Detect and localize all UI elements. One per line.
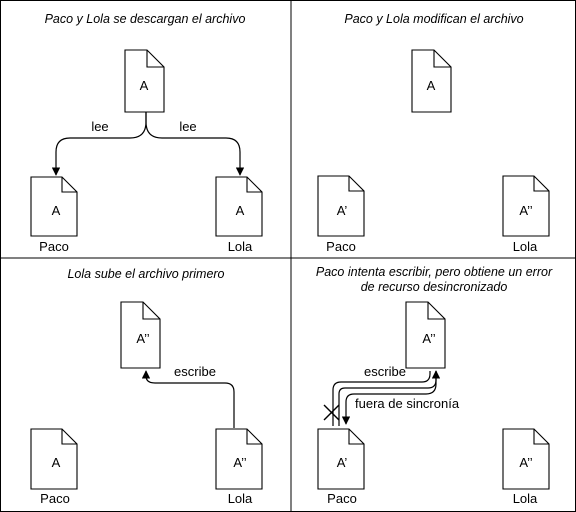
edge-label-out-of-sync: fuera de sincronía: [355, 396, 460, 411]
lola-document-label: A’’: [519, 203, 532, 218]
edge-label-read-left: lee: [91, 119, 108, 134]
paco-name: Paco: [39, 239, 69, 254]
paco-name: Paco: [327, 491, 357, 506]
lola-name: Lola: [513, 491, 538, 506]
write-attempt-line-outer: [332, 371, 431, 426]
panel-caption-line2: de recurso desincronizado: [361, 280, 508, 294]
lola-name: Lola: [228, 491, 253, 506]
paco-document-label: A: [52, 203, 61, 218]
panel-caption: Lola sube el archivo primero: [67, 267, 224, 281]
server-document-icon: [405, 301, 446, 369]
server-document-label: A’’: [136, 331, 149, 346]
paco-document-icon: [30, 428, 78, 490]
lola-name: Lola: [228, 239, 253, 254]
server-document-icon: [411, 49, 452, 113]
lola-document-icon: [215, 176, 263, 237]
server-document-label: A’’: [422, 331, 435, 346]
panel-download: Paco y Lola se descargan el archivo A le…: [30, 12, 263, 254]
server-document-icon: [124, 49, 165, 113]
write-arrow-lola: [141, 370, 235, 428]
panel-caption: Paco y Lola se descargan el archivo: [45, 12, 246, 26]
paco-document-label: A’: [337, 203, 348, 218]
panel-caption-line1: Paco intenta escribir, pero obtiene un e…: [316, 265, 553, 279]
paco-name: Paco: [326, 239, 356, 254]
paco-name: Paco: [40, 491, 70, 506]
paco-document-label: A: [52, 455, 61, 470]
server-document-icon: [120, 301, 161, 369]
edge-label-write: escribe: [174, 364, 216, 379]
panel-conflict: Paco intenta escribir, pero obtiene un e…: [316, 265, 553, 506]
panel-caption: Paco y Lola modifican el archivo: [344, 12, 523, 26]
lola-name: Lola: [513, 239, 538, 254]
paco-document-icon: [317, 428, 365, 490]
panel-modify: Paco y Lola modifican el archivo A A’ Pa…: [317, 12, 550, 254]
lola-document-label: A’’: [233, 455, 246, 470]
lola-document-icon: [502, 175, 550, 237]
read-arrow-lola: [145, 112, 245, 176]
paco-document-icon: [30, 176, 78, 237]
lola-document-label: A: [236, 203, 245, 218]
error-x-icon: [323, 404, 340, 421]
lola-document-icon: [215, 428, 263, 490]
paco-document-label: A’: [337, 455, 348, 470]
server-document-label: A: [427, 78, 436, 93]
server-document-label: A: [140, 78, 149, 93]
edge-label-write: escribe: [364, 364, 406, 379]
edge-label-read-right: lee: [179, 119, 196, 134]
read-arrow-paco: [51, 112, 147, 176]
lola-document-icon: [502, 428, 550, 490]
lola-document-label: A’’: [519, 455, 532, 470]
panel-upload: Lola sube el archivo primero A’’ escribe…: [30, 267, 263, 506]
paco-document-icon: [317, 175, 365, 237]
out-of-sync-arrow: [341, 371, 437, 425]
